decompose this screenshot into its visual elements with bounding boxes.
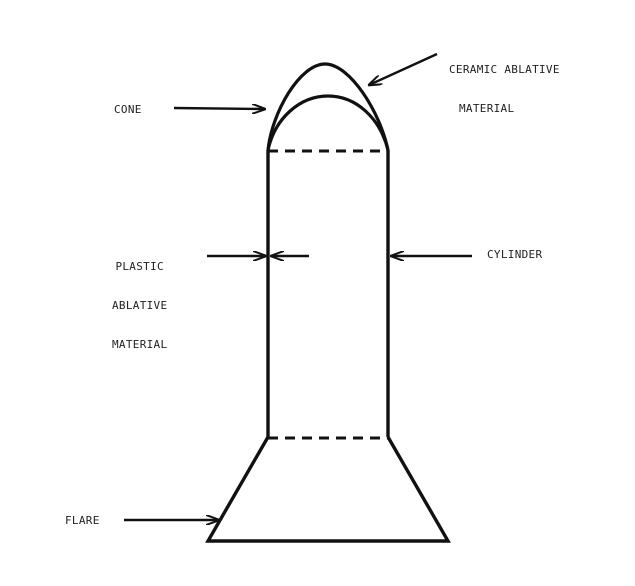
ceramic-ablative-material-label: CERAMIC ABLATIVE MATERIAL [449,37,560,141]
flare-label: FLARE [65,514,100,527]
plastic-label-line1: PLASTIC [115,260,164,273]
plastic-ablative-material-label: PLASTIC ABLATIVE MATERIAL [112,234,167,377]
cone-label: CONE [114,103,142,116]
flare-outline [205,436,451,543]
ceramic-pointer-arrow [369,52,438,85]
plastic-label-line3: MATERIAL [112,338,168,351]
ceramic-cap-outline [266,62,390,151]
cone-pointer-arrow [173,108,265,109]
ceramic-label-line1: CERAMIC ABLATIVE [449,63,560,76]
cylinder-label: CYLINDER [487,248,543,261]
ceramic-label-line2: MATERIAL [459,102,515,115]
cone-outline [266,94,390,151]
plastic-label-line2: ABLATIVE [112,299,168,312]
